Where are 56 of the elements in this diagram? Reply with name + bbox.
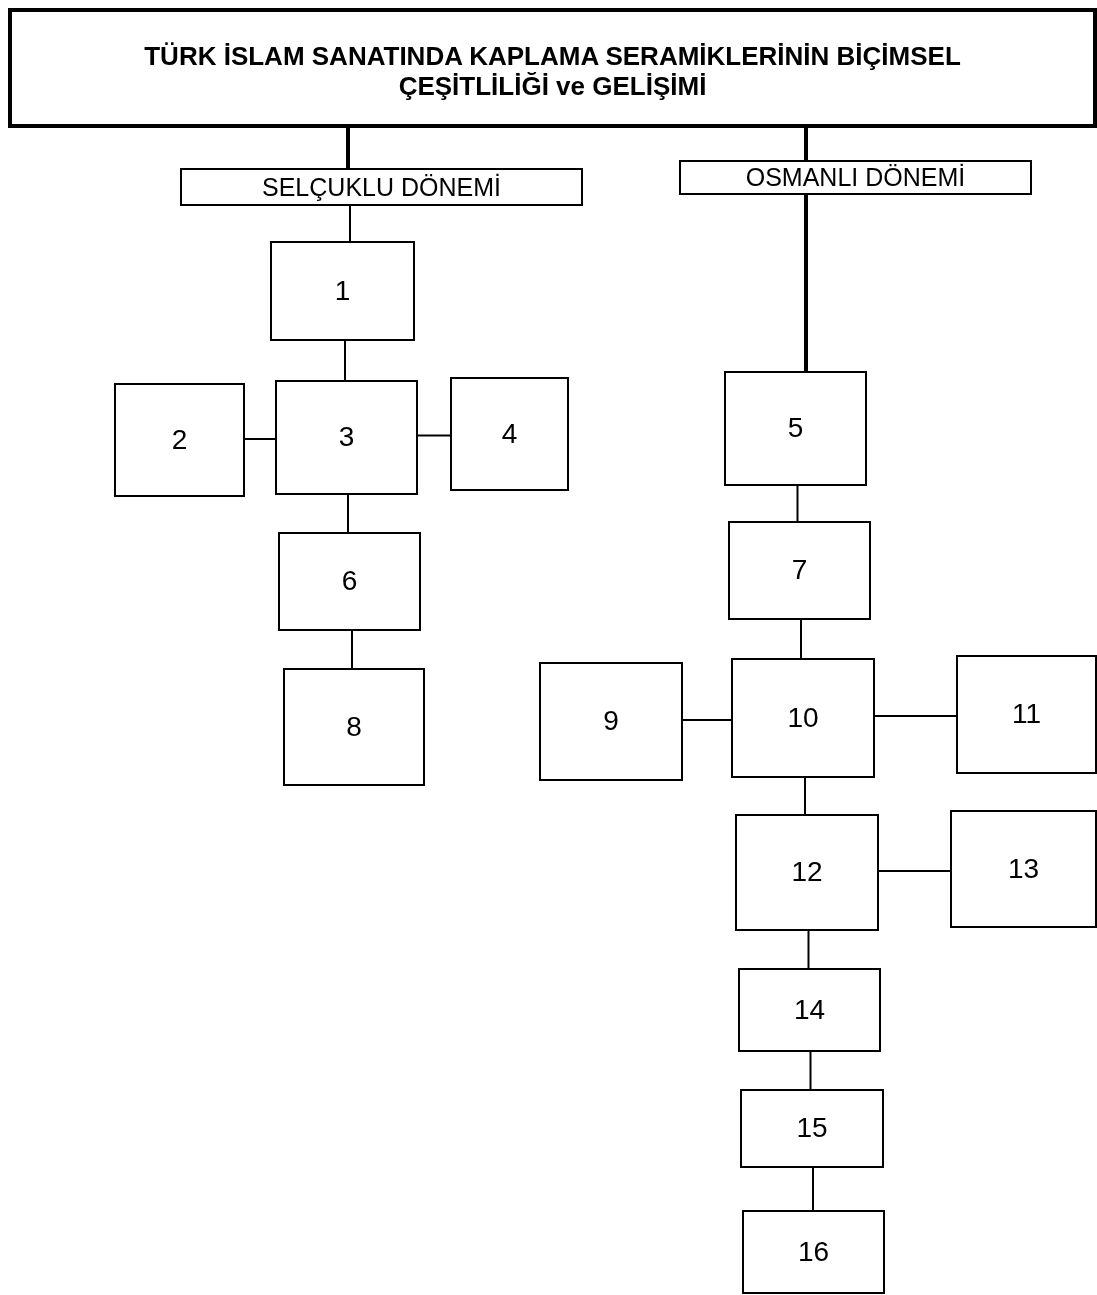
number-box	[450, 377, 569, 491]
connector-line	[244, 438, 276, 440]
number-label: 9	[603, 705, 619, 738]
period-label: OSMANLI DÖNEMİ	[745, 163, 966, 192]
connector-line	[804, 128, 808, 160]
connector-line	[878, 870, 951, 872]
number-label: 12	[791, 856, 823, 889]
number-box	[283, 668, 425, 786]
number-label: 3	[338, 421, 355, 454]
connector-line	[796, 485, 799, 522]
connector-line	[807, 930, 810, 969]
number-label: 2	[171, 423, 188, 457]
number-box	[956, 655, 1097, 774]
connector-line	[347, 494, 349, 533]
number-box	[950, 810, 1097, 928]
connector-line	[874, 715, 957, 717]
connector-line	[346, 128, 350, 168]
period-box	[180, 168, 583, 206]
number-label: 16	[797, 1235, 830, 1269]
number-box	[731, 658, 875, 778]
number-box	[735, 814, 879, 931]
number-label: 7	[791, 554, 808, 587]
connector-line	[804, 777, 806, 815]
number-label: 1	[334, 274, 351, 308]
connector-line	[809, 1051, 812, 1090]
number-box	[539, 662, 683, 781]
connector-line	[800, 619, 802, 659]
number-label: 4	[501, 417, 518, 451]
number-box	[740, 1089, 884, 1168]
number-label: 15	[796, 1112, 828, 1145]
connector-line	[812, 1167, 814, 1211]
number-label: 14	[793, 993, 826, 1027]
connector-line	[417, 434, 451, 437]
number-box	[270, 241, 415, 341]
number-label: 10	[787, 701, 819, 735]
title-box	[8, 8, 1097, 128]
number-label: 11	[1011, 698, 1042, 731]
connector-line	[344, 340, 346, 381]
number-label: 13	[1007, 852, 1040, 886]
number-label: 6	[341, 565, 358, 598]
number-box	[278, 532, 421, 631]
connector-line	[349, 205, 351, 242]
period-label: SELÇUKLU DÖNEMİ	[262, 172, 501, 202]
number-label: 8	[346, 710, 362, 744]
number-box	[724, 371, 867, 486]
connector-line	[804, 195, 808, 371]
connector-line	[682, 719, 732, 721]
number-box	[114, 383, 245, 497]
number-label: 5	[787, 412, 804, 445]
number-box	[738, 968, 881, 1052]
number-box	[275, 380, 418, 495]
period-box	[679, 160, 1032, 195]
number-box	[742, 1210, 885, 1294]
connector-line	[351, 630, 353, 669]
number-box	[728, 521, 871, 620]
title: TÜRK İSLAM SANATINDA KAPLAMA SERAMİKLERİNİN BİÇİMSEL ÇEŞİTLİLİĞİ ve GELİŞİMİ	[143, 42, 962, 102]
